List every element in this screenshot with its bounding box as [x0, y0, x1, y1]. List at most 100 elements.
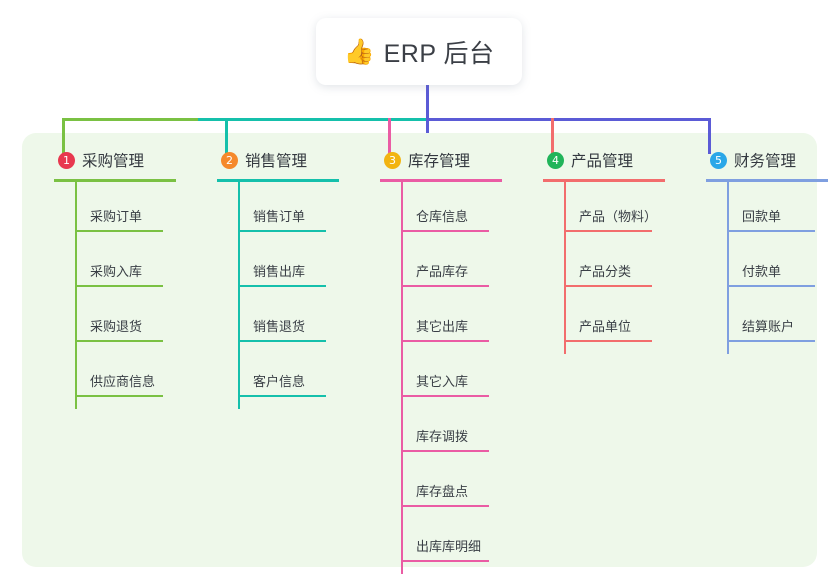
bus-segment-blue: [426, 118, 708, 121]
branch-title-1: 采购管理: [82, 153, 145, 170]
list-item-label: 供应商信息: [90, 374, 156, 389]
branch-column-3: 3 库存管理仓库信息产品库存其它出库其它入库库存调拨库存盘点出库库明细: [366, 141, 526, 574]
branch-spine-2: [238, 182, 240, 409]
connector-drop-4: [551, 118, 554, 154]
root-connector-stem: [426, 85, 429, 133]
list-item[interactable]: 其它出库: [366, 292, 526, 347]
branch-spine-3: [401, 182, 403, 574]
list-item[interactable]: 回款单: [692, 182, 839, 237]
branch-item-list-4: 产品（物料） 产品分类产品单位: [529, 182, 689, 347]
branch-spine-5: [727, 182, 729, 354]
list-item-underline: [727, 230, 815, 232]
branch-underline-2: [217, 179, 339, 182]
branch-badge-3: 3: [384, 151, 401, 169]
list-item-label: 出库库明细: [416, 539, 482, 554]
thumbs-up-icon: 👍: [343, 37, 375, 66]
branch-title-2: 销售管理: [245, 153, 308, 170]
list-item-underline: [401, 560, 489, 562]
list-item[interactable]: 结算账户: [692, 292, 839, 347]
list-item-underline: [564, 230, 652, 232]
list-item[interactable]: 产品分类: [529, 237, 689, 292]
list-item[interactable]: 销售订单: [203, 182, 363, 237]
list-item[interactable]: 销售出库: [203, 237, 363, 292]
list-item[interactable]: 付款单: [692, 237, 839, 292]
branch-spine-4: [564, 182, 566, 354]
branch-spine-1: [75, 182, 77, 409]
page-title: ERP 后台: [383, 39, 495, 68]
list-item-underline: [727, 285, 815, 287]
branch-title-5: 财务管理: [734, 153, 797, 170]
list-item-label: 付款单: [742, 264, 782, 279]
list-item-underline: [401, 230, 489, 232]
connector-drop-5: [708, 118, 711, 154]
list-item-underline: [238, 340, 326, 342]
list-item-label: 采购入库: [90, 264, 143, 279]
list-item-label: 销售退货: [253, 319, 306, 334]
list-item-label: 产品（物料）: [579, 209, 658, 224]
list-item[interactable]: 产品单位: [529, 292, 689, 347]
bus-segment-teal: [198, 118, 426, 121]
list-item-underline: [564, 285, 652, 287]
branch-underline-5: [706, 179, 828, 182]
list-item-label: 销售订单: [253, 209, 306, 224]
list-item[interactable]: 采购订单: [40, 182, 200, 237]
list-item-underline: [238, 230, 326, 232]
list-item-label: 采购订单: [90, 209, 143, 224]
list-item-label: 其它出库: [416, 319, 469, 334]
branch-column-1: 1 采购管理采购订单采购入库采购退货供应商信息: [40, 141, 200, 409]
connector-drop-3: [388, 118, 391, 154]
branch-underline-4: [543, 179, 665, 182]
branch-underline-3: [380, 179, 502, 182]
list-item[interactable]: 销售退货: [203, 292, 363, 347]
list-item[interactable]: 采购退货: [40, 292, 200, 347]
list-item[interactable]: 仓库信息: [366, 182, 526, 237]
list-item-label: 采购退货: [90, 319, 143, 334]
branch-header-1[interactable]: 1 采购管理: [40, 141, 200, 179]
list-item-label: 销售出库: [253, 264, 306, 279]
branch-title-4: 产品管理: [571, 153, 634, 170]
list-item-underline: [401, 505, 489, 507]
list-item-label: 仓库信息: [416, 209, 469, 224]
list-item-label: 结算账户: [742, 319, 795, 334]
list-item-label: 其它入库: [416, 374, 469, 389]
list-item-underline: [564, 340, 652, 342]
list-item[interactable]: 产品（物料）: [529, 182, 689, 237]
branch-badge-1: 1: [58, 151, 75, 169]
list-item-underline: [401, 285, 489, 287]
list-item-label: 回款单: [742, 209, 782, 224]
list-item-label: 库存盘点: [416, 484, 469, 499]
diagram-panel: [22, 133, 817, 567]
list-item-underline: [75, 285, 163, 287]
list-item-label: 产品分类: [579, 264, 632, 279]
list-item[interactable]: 客户信息: [203, 347, 363, 402]
list-item[interactable]: 采购入库: [40, 237, 200, 292]
list-item[interactable]: 出库库明细: [366, 512, 526, 567]
branch-badge-2: 2: [221, 151, 238, 169]
list-item-underline: [75, 395, 163, 397]
branch-header-3[interactable]: 3 库存管理: [366, 141, 526, 179]
branch-item-list-3: 仓库信息产品库存其它出库其它入库库存调拨库存盘点出库库明细: [366, 182, 526, 567]
branch-header-5[interactable]: 5 财务管理: [692, 141, 839, 179]
list-item[interactable]: 其它入库: [366, 347, 526, 402]
connector-drop-2: [225, 118, 228, 154]
branch-title-3: 库存管理: [408, 153, 471, 170]
list-item-underline: [401, 395, 489, 397]
list-item[interactable]: 供应商信息: [40, 347, 200, 402]
list-item-underline: [727, 340, 815, 342]
list-item-underline: [238, 285, 326, 287]
list-item[interactable]: 库存盘点: [366, 457, 526, 512]
list-item-underline: [75, 340, 163, 342]
branch-underline-1: [54, 179, 176, 182]
list-item-label: 库存调拨: [416, 429, 469, 444]
list-item[interactable]: 库存调拨: [366, 402, 526, 457]
bus-segment-green: [62, 118, 198, 121]
branch-column-5: 5 财务管理回款单付款单结算账户: [692, 141, 839, 354]
root-title-card[interactable]: 👍 ERP 后台: [316, 18, 522, 85]
list-item-label: 产品库存: [416, 264, 469, 279]
branch-header-2[interactable]: 2 销售管理: [203, 141, 363, 179]
list-item[interactable]: 产品库存: [366, 237, 526, 292]
branch-badge-5: 5: [710, 151, 727, 169]
list-item-label: 产品单位: [579, 319, 632, 334]
branch-item-list-2: 销售订单销售出库销售退货客户信息: [203, 182, 363, 402]
